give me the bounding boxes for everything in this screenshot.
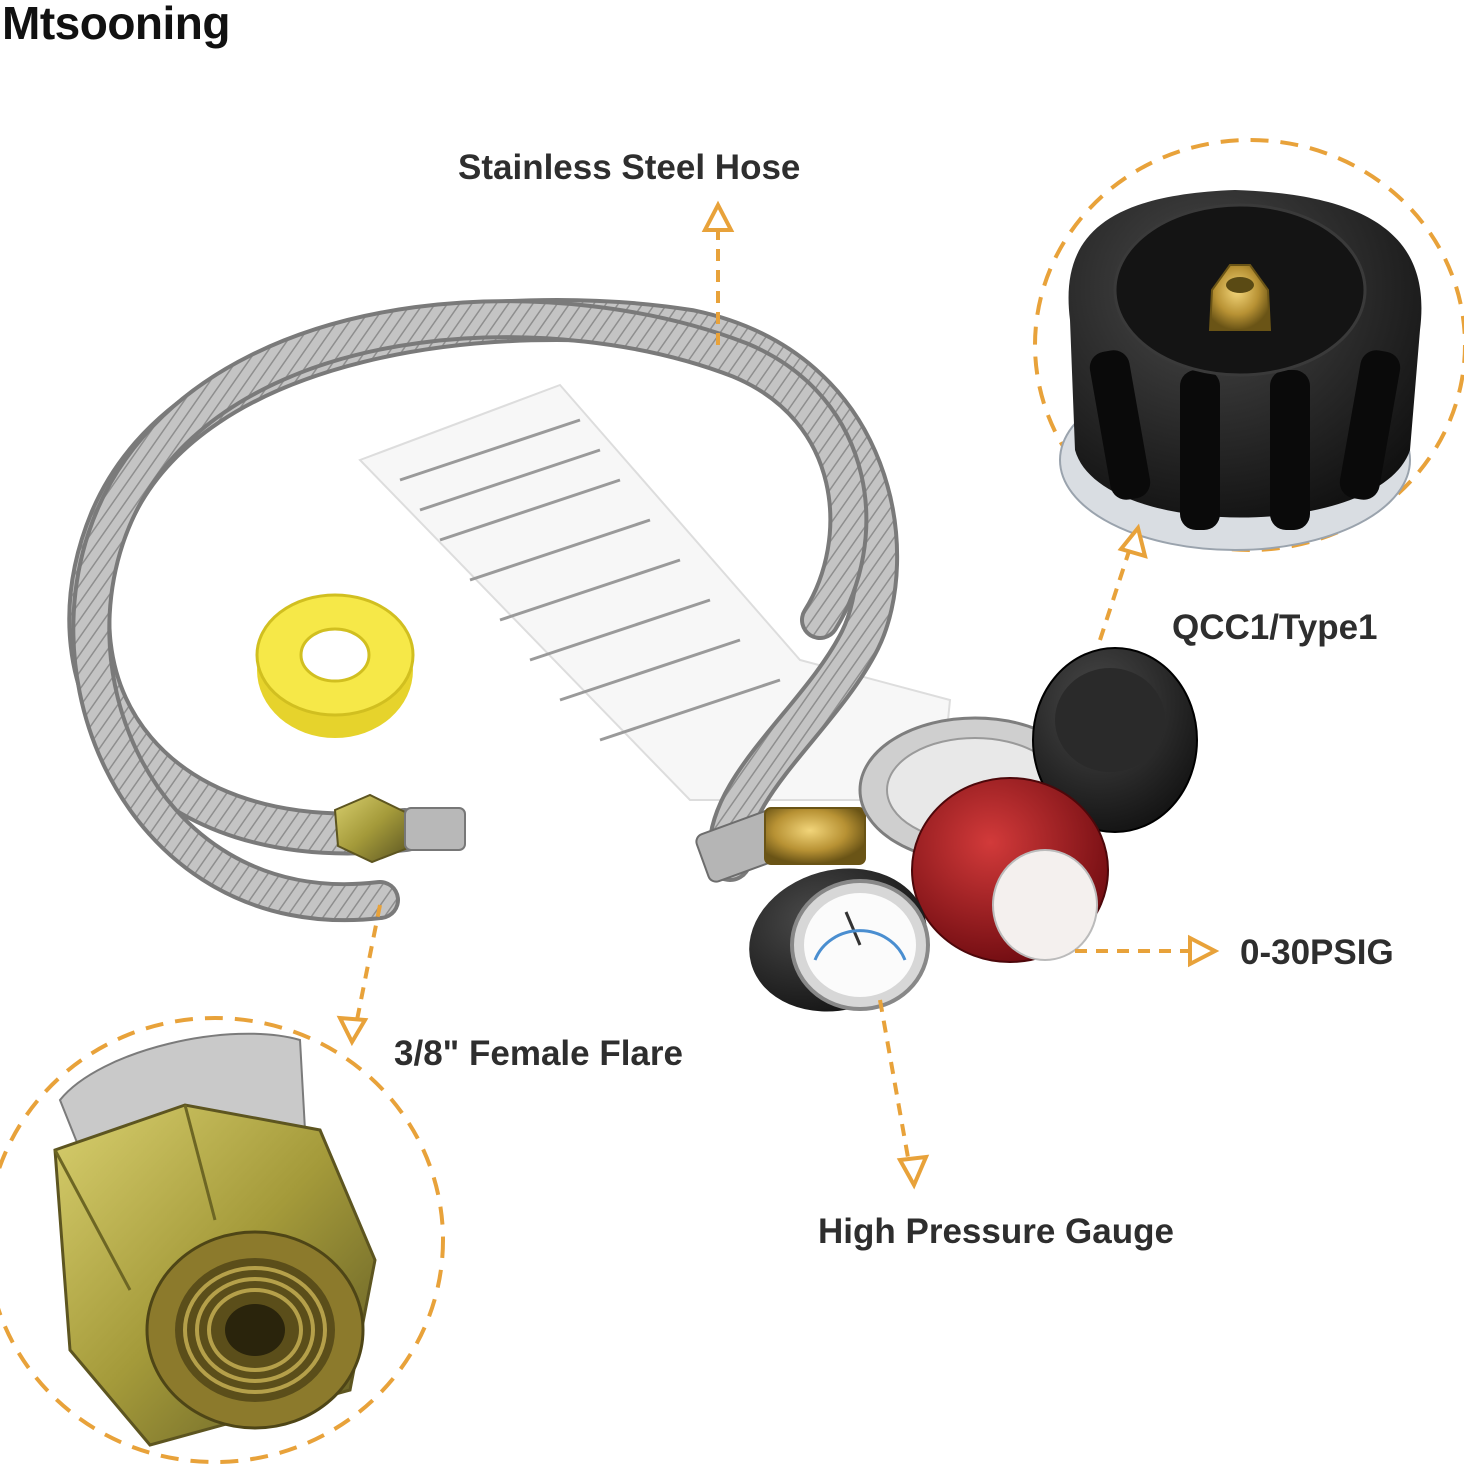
up-arrow-icon (1117, 523, 1148, 559)
stainless-steel-hose (67, 297, 900, 923)
label-female-flare: 3/8" Female Flare (394, 1034, 683, 1073)
hose-flare-nut (333, 793, 466, 864)
label-0-30psig: 0-30PSIG (1240, 933, 1394, 972)
flare-nut-detail-image (0, 1016, 445, 1464)
label-stainless-steel-hose: Stainless Steel Hose (458, 148, 801, 187)
pressure-gauge (749, 868, 930, 1012)
ptfe-tape-roll (255, 593, 415, 738)
down-arrow-icon (336, 1015, 369, 1047)
up-arrow-icon (701, 200, 735, 232)
callout-lines (353, 222, 1195, 1181)
qcc1-detail-image (1033, 138, 1464, 552)
down-arrow-icon (896, 1154, 930, 1190)
brand-name: Mtsooning (2, 0, 231, 49)
qcc1-handwheel (1032, 647, 1198, 833)
pressure-regulator-cap (911, 777, 1109, 963)
right-arrow-icon (1188, 934, 1220, 968)
label-qcc1-type1: QCC1/Type1 (1172, 608, 1378, 647)
label-high-pressure-gauge: High Pressure Gauge (818, 1212, 1174, 1251)
